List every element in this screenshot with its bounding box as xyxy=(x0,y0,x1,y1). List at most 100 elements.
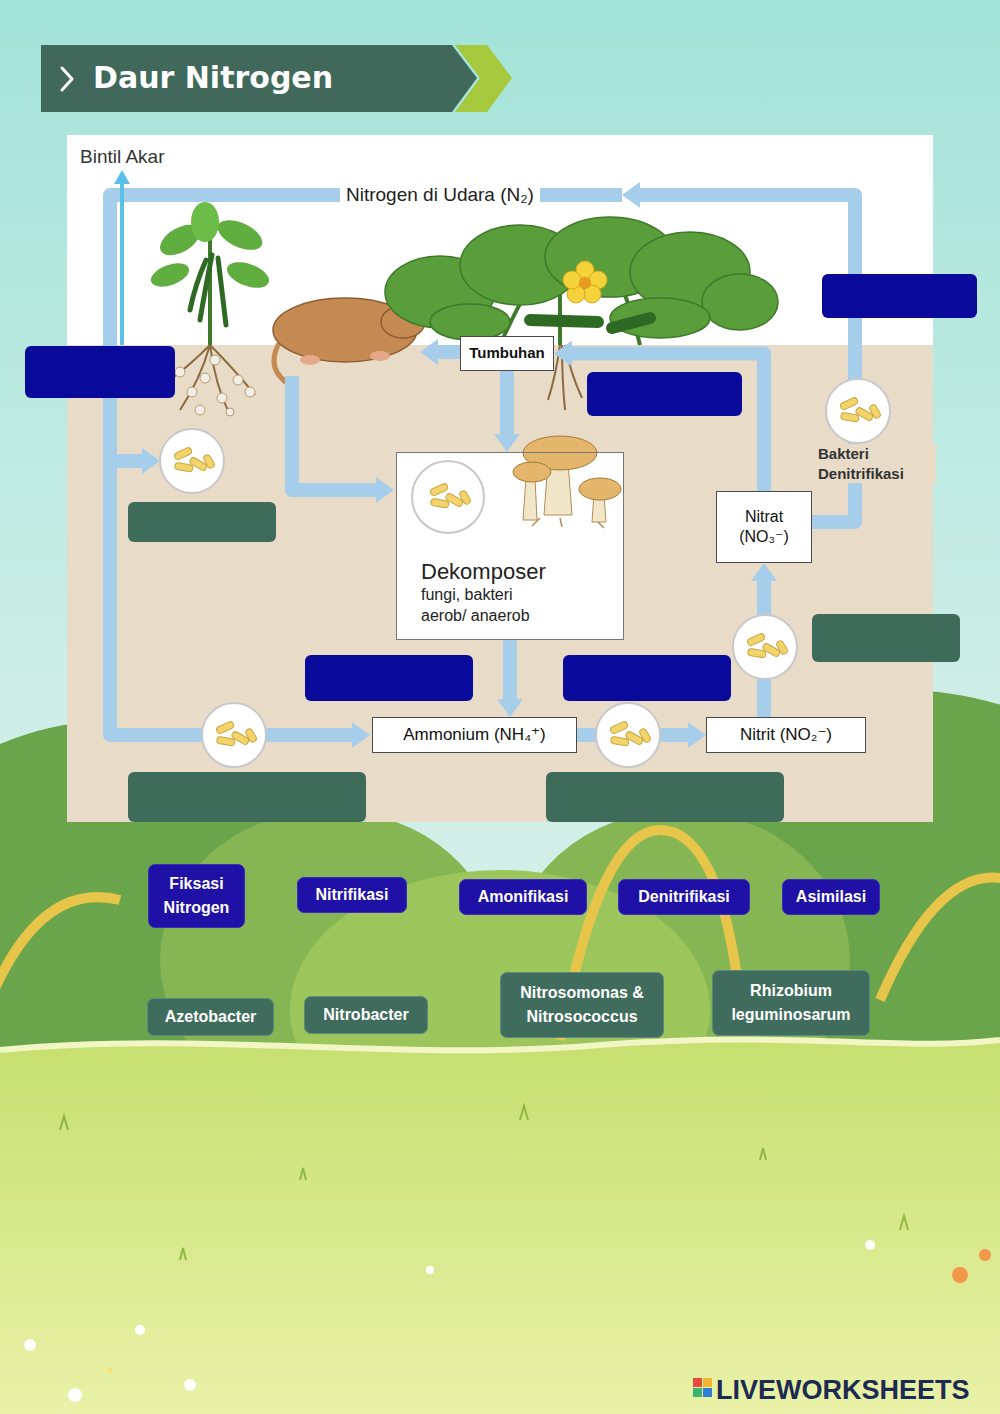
process-chip: Nitrifikasi xyxy=(297,877,407,913)
legume-plant xyxy=(213,214,267,256)
cycle-arrows xyxy=(114,170,130,184)
bacteria-chip: Nitrosomonas & Nitrosococcus xyxy=(500,972,664,1038)
process-chip: Asimilasi xyxy=(782,879,880,915)
node-text: Rhizobium leguminosarum xyxy=(721,979,861,1027)
watermark-logo xyxy=(693,1378,702,1387)
watermark-logo xyxy=(693,1388,702,1397)
mushrooms xyxy=(532,518,604,528)
answer-blank-green xyxy=(128,772,366,822)
legume-plant xyxy=(187,387,197,397)
squash-plant xyxy=(579,277,591,289)
legume-plant xyxy=(148,259,192,291)
meadow xyxy=(952,1267,968,1283)
legume-plant xyxy=(191,202,219,242)
compound-box: Nitrat (NO₃⁻) xyxy=(716,491,812,563)
bacteria-circles xyxy=(826,379,890,443)
site-label: Bintil Akar xyxy=(80,144,164,170)
legume-plant xyxy=(224,257,273,293)
bacteria-chip: Nitrobacter xyxy=(304,996,428,1034)
bacteria-circles xyxy=(733,615,797,679)
meadow xyxy=(0,1040,1000,1414)
cycle-arrows xyxy=(438,345,460,359)
watermark: LIVEWORKSHEETS xyxy=(716,1372,970,1408)
squash-plant xyxy=(563,271,581,289)
hills xyxy=(0,897,120,1000)
cycle-arrows xyxy=(120,182,124,345)
bacteria-circles xyxy=(596,703,660,767)
mushrooms xyxy=(513,436,621,528)
process-chip: Amonifikasi xyxy=(459,879,587,915)
answer-blank-blue xyxy=(25,346,175,398)
watermark-logo xyxy=(703,1388,712,1397)
flow-arrow xyxy=(572,354,764,492)
meadow xyxy=(24,1339,36,1351)
legume-plant xyxy=(233,375,243,385)
node-text: Nitrit (NO₂⁻) xyxy=(740,724,832,745)
meadow xyxy=(426,1266,434,1274)
node-text: Nitrobacter xyxy=(323,1003,408,1027)
meadow xyxy=(60,1106,908,1260)
answer-blank-blue xyxy=(305,655,473,701)
bacteria-circles xyxy=(412,461,484,533)
cycle-arrows xyxy=(110,195,622,735)
bacteria-circles xyxy=(839,397,881,423)
answer-blank-green xyxy=(812,614,960,662)
page-title: Daur Nitrogen xyxy=(93,58,333,98)
legume-plant xyxy=(210,355,220,365)
legume-plant xyxy=(190,255,226,325)
mushrooms xyxy=(579,478,621,500)
bacteria-circles xyxy=(173,447,215,473)
node-text: Fiksasi Nitrogen xyxy=(157,872,236,920)
answer-blank-green xyxy=(546,772,784,822)
watermark-logo xyxy=(693,1378,712,1397)
legume-plant xyxy=(217,393,227,403)
bacteria-chip: Rhizobium leguminosarum xyxy=(712,970,870,1036)
diagram-panel xyxy=(67,135,933,822)
diagram-panel xyxy=(67,345,933,822)
legume-plant xyxy=(200,373,210,383)
meadow xyxy=(184,1379,196,1391)
title-banner xyxy=(41,45,477,112)
meadow xyxy=(865,1240,875,1250)
bacteria-circles xyxy=(429,483,471,509)
node-text: Nitrosomonas & Nitrosococcus xyxy=(509,981,655,1029)
node-text: Nitrat (NO₃⁻) xyxy=(723,507,805,547)
compound-box: Nitrit (NO₂⁻) xyxy=(706,717,866,753)
bacteria-circles xyxy=(412,461,484,533)
mole xyxy=(300,355,320,365)
answer-blank-blue xyxy=(822,274,977,318)
node-text: Amonifikasi xyxy=(478,885,569,909)
cycle-arrows xyxy=(110,195,855,735)
title-banner xyxy=(62,68,72,90)
bacteria-circles xyxy=(733,615,797,679)
bacteria-circles xyxy=(596,703,660,767)
node-text: Denitrifikasi xyxy=(638,885,730,909)
watermark-logo xyxy=(703,1378,712,1387)
node-text: Asimilasi xyxy=(796,885,866,909)
bacteria-chip: Azetobacter xyxy=(147,998,274,1036)
process-chip: Fiksasi Nitrogen xyxy=(148,864,245,928)
meadow xyxy=(0,1040,1000,1051)
squash-plant xyxy=(702,274,778,330)
answer-blank-blue xyxy=(563,655,731,701)
legume-plant xyxy=(245,387,255,397)
compound-box: Ammonium (NH₄⁺) xyxy=(372,717,577,753)
cycle-arrows xyxy=(292,376,376,490)
bacteria-circles xyxy=(202,703,266,767)
title-banner xyxy=(41,45,512,112)
squash-plant xyxy=(385,217,778,340)
meadow xyxy=(107,1367,113,1373)
bacteria-circles xyxy=(746,633,788,659)
reservoir-label: Nitrogen di Udara (N₂) xyxy=(340,182,540,208)
hills xyxy=(880,878,1000,1001)
answer-blank-green xyxy=(128,502,276,542)
node-text: Ammonium (NH₄⁺) xyxy=(403,724,545,745)
node-text: Azetobacter xyxy=(165,1005,257,1029)
node-text: fungi, bakteri aerob/ anaerob xyxy=(421,585,551,627)
bacteria-label: Bakteri Denitrifikasi xyxy=(812,444,936,483)
bacteria-circles xyxy=(160,429,224,493)
node-text: Dekomposer xyxy=(421,559,546,585)
bacteria-circles xyxy=(609,721,651,747)
answer-blank-blue xyxy=(587,372,742,416)
